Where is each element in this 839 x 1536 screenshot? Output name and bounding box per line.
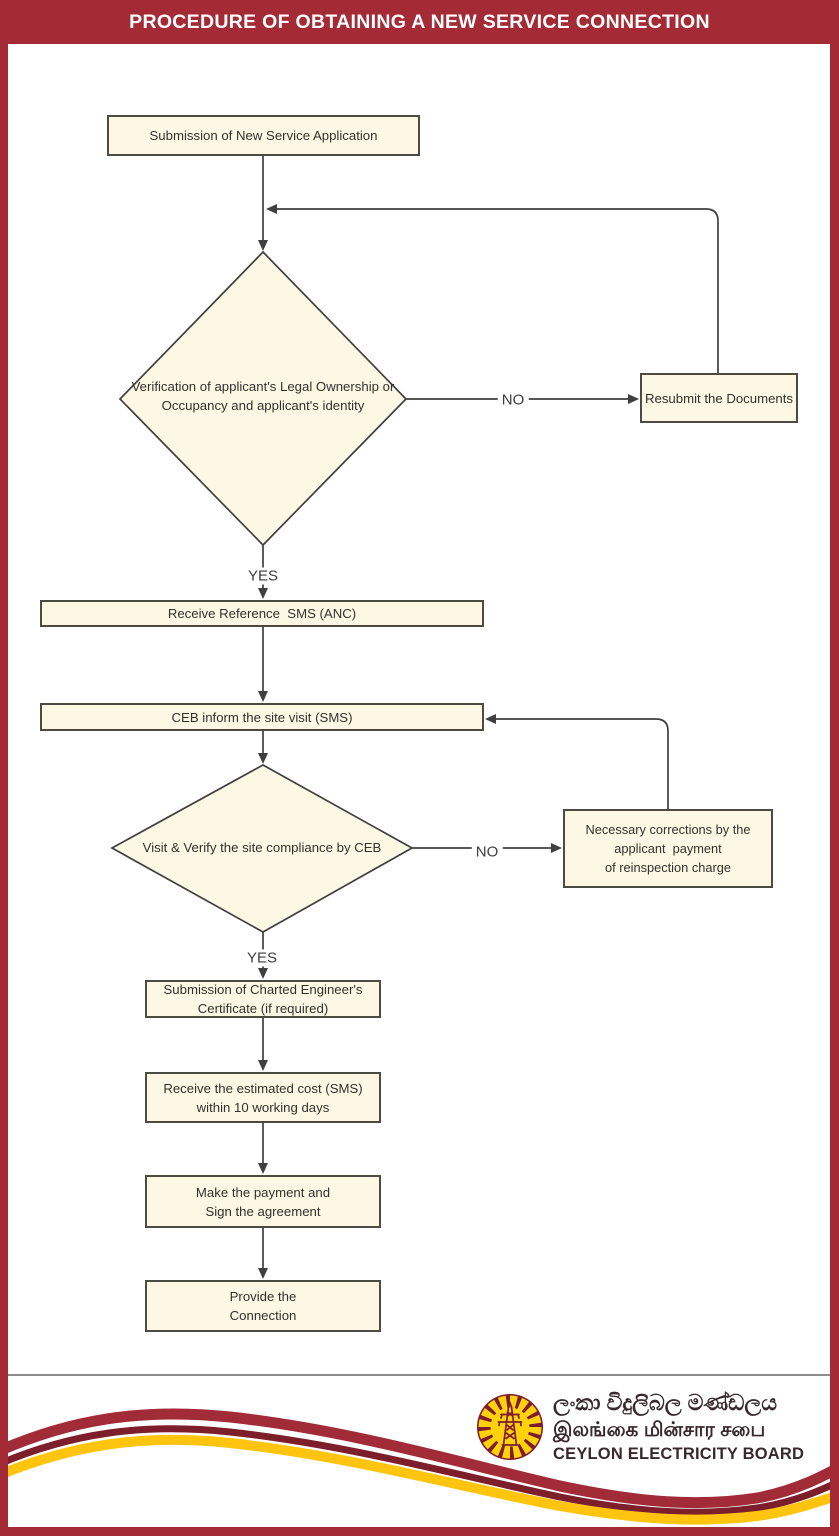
wave-yellow bbox=[0, 1434, 839, 1525]
label-no-visit-verify: NO bbox=[471, 843, 503, 861]
brand-name-sinhala: ලංකා විදුලිබල මණ්ඩලය bbox=[553, 1390, 778, 1415]
frame-bottom-border bbox=[0, 1527, 839, 1536]
frame-right-border bbox=[830, 0, 839, 1536]
frame-left-border bbox=[0, 0, 8, 1536]
node-label: Receive Reference SMS (ANC) bbox=[167, 606, 357, 621]
node-provide-connection: Provide the Connection bbox=[145, 1280, 381, 1332]
node-label: Resubmit the Documents bbox=[644, 390, 794, 406]
brand-name-tamil: இலங்கை மின்சார சபை bbox=[553, 1419, 766, 1441]
node-resubmit: Resubmit the Documents bbox=[640, 373, 798, 423]
label-no-verification: NO bbox=[497, 391, 529, 409]
node-receive-reference-sms: Receive Reference SMS (ANC) bbox=[40, 600, 484, 627]
page-title: PROCEDURE OF OBTAINING A NEW SERVICE CON… bbox=[129, 10, 710, 33]
node-visit-verify-label: Visit & Verify the site compliance by CE… bbox=[142, 840, 382, 855]
footer-brand-text: ලංකා විදුලිබල මණ්ඩලය இலங்கை மின்சார சபை … bbox=[553, 1388, 805, 1464]
node-charted-engineer-certificate: Submission of Charted Engineer's Certifi… bbox=[145, 980, 381, 1018]
decision-verification-diamond bbox=[118, 250, 408, 547]
label-yes-visit-verify: YES bbox=[242, 949, 282, 967]
footer-separator bbox=[8, 1374, 830, 1376]
connector-corrections-loop bbox=[485, 714, 669, 809]
ceb-sun-pylon-logo-icon bbox=[477, 1394, 543, 1460]
node-necessary-corrections: Necessary corrections by the applicant p… bbox=[563, 809, 773, 888]
node-ceb-inform-site-visit: CEB inform the site visit (SMS) bbox=[40, 703, 484, 731]
node-label: CEB inform the site visit (SMS) bbox=[171, 709, 353, 725]
header-bar: PROCEDURE OF OBTAINING A NEW SERVICE CON… bbox=[0, 0, 839, 44]
decision-visit-verify-diamond bbox=[110, 764, 414, 933]
node-payment-agreement: Make the payment and Sign the agreement bbox=[145, 1175, 381, 1228]
connector-resubmit-loop bbox=[266, 204, 719, 373]
label-yes-verification: YES bbox=[243, 567, 283, 585]
node-submission: Submission of New Service Application bbox=[107, 115, 420, 156]
node-verification-label: Verification of applicant's Legal Owners… bbox=[131, 379, 395, 413]
node-label: Submission of New Service Application bbox=[149, 128, 378, 143]
brand-name-english: CEYLON ELECTRICITY BOARD bbox=[553, 1445, 805, 1463]
wave-maroon-thin bbox=[0, 1425, 839, 1516]
node-estimated-cost: Receive the estimated cost (SMS) within … bbox=[145, 1072, 381, 1123]
wave-red-thick bbox=[0, 1408, 839, 1509]
